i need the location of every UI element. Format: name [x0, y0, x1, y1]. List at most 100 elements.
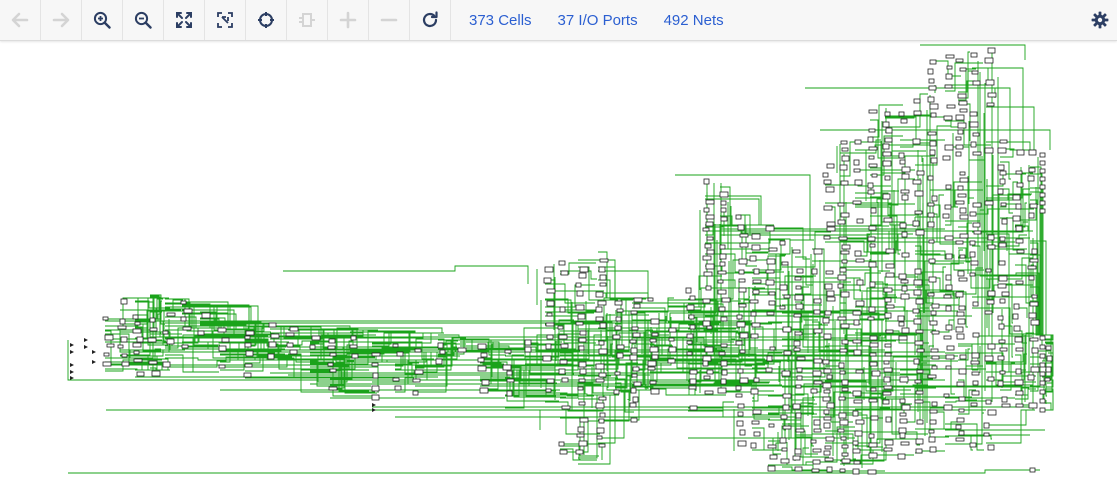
schematic-cell[interactable] [852, 339, 862, 344]
schematic-cell[interactable] [649, 380, 657, 385]
schematic-cell[interactable] [914, 399, 924, 404]
output-port[interactable] [1039, 200, 1046, 206]
output-port[interactable] [1039, 407, 1046, 413]
schematic-cell[interactable] [899, 222, 907, 229]
schematic-cell[interactable] [753, 377, 760, 383]
fit-to-screen-button[interactable] [164, 0, 205, 40]
schematic-cell[interactable] [739, 332, 749, 339]
schematic-cell[interactable] [868, 261, 877, 268]
schematic-cell[interactable] [578, 272, 587, 279]
schematic-cell[interactable] [898, 321, 905, 327]
schematic-cell[interactable] [719, 261, 726, 267]
schematic-cell[interactable] [717, 279, 724, 284]
schematic-cell[interactable] [614, 300, 623, 306]
schematic-cell[interactable] [630, 310, 638, 315]
schematic-cell[interactable] [121, 353, 128, 358]
schematic-cell[interactable] [480, 352, 488, 358]
schematic-cell[interactable] [1027, 374, 1035, 381]
schematic-cell[interactable] [736, 314, 743, 320]
schematic-cell[interactable] [1028, 149, 1037, 156]
schematic-cell[interactable] [972, 222, 981, 228]
schematic-cell[interactable] [629, 402, 637, 408]
schematic-cell[interactable] [1015, 347, 1024, 352]
schematic-cell[interactable] [824, 283, 833, 290]
schematic-cell[interactable] [546, 378, 555, 384]
schematic-cell[interactable] [912, 308, 920, 314]
schematic-cell[interactable] [914, 210, 923, 215]
input-port[interactable] [84, 338, 88, 342]
schematic-cell[interactable] [825, 186, 835, 193]
schematic-cell[interactable] [999, 347, 1008, 352]
schematic-cell[interactable] [735, 214, 742, 220]
schematic-cell[interactable] [868, 225, 877, 231]
schematic-cell[interactable] [915, 390, 924, 395]
schematic-cell[interactable] [738, 258, 748, 265]
schematic-cell[interactable] [1028, 275, 1035, 281]
output-port[interactable] [1039, 371, 1046, 377]
schematic-cell[interactable] [737, 403, 745, 409]
schematic-cell[interactable] [957, 185, 964, 191]
schematic-cell[interactable] [166, 338, 175, 345]
schematic-cell[interactable] [689, 378, 697, 385]
schematic-cell[interactable] [958, 305, 966, 311]
schematic-cell[interactable] [870, 207, 877, 214]
schematic-cell[interactable] [999, 170, 1007, 176]
schematic-cell[interactable] [615, 316, 622, 322]
schematic-cell[interactable] [579, 266, 589, 273]
schematic-cell[interactable] [289, 326, 299, 332]
schematic-cell[interactable] [955, 240, 964, 245]
schematic-cell[interactable] [557, 325, 564, 330]
input-port[interactable] [84, 345, 88, 349]
schematic-cell[interactable] [782, 425, 792, 430]
schematic-cell[interactable] [796, 367, 803, 373]
schematic-cell[interactable] [812, 459, 821, 465]
schematic-cell[interactable] [630, 347, 638, 354]
schematic-cell[interactable] [912, 220, 920, 227]
schematic-cell[interactable] [595, 306, 603, 313]
schematic-cell[interactable] [632, 396, 639, 403]
schematic-cell[interactable] [840, 291, 850, 298]
schematic-cell[interactable] [971, 390, 980, 396]
schematic-cell[interactable] [838, 236, 848, 241]
schematic-cell[interactable] [854, 250, 862, 257]
schematic-cell[interactable] [327, 362, 334, 367]
schematic-cell[interactable] [945, 253, 953, 260]
schematic-cell[interactable] [457, 347, 467, 353]
schematic-cell[interactable] [706, 249, 715, 255]
schematic-cell[interactable] [720, 360, 728, 367]
schematic-cell[interactable] [739, 377, 749, 384]
schematic-cell[interactable] [599, 274, 607, 281]
schematic-cell[interactable] [883, 360, 890, 365]
schematic-cell[interactable] [614, 325, 622, 331]
schematic-cell[interactable] [998, 339, 1006, 344]
schematic-cell[interactable] [781, 261, 789, 266]
schematic-cell[interactable] [767, 465, 776, 472]
schematic-cell[interactable] [971, 371, 980, 376]
schematic-cell[interactable] [899, 159, 906, 165]
schematic-cell[interactable] [986, 102, 995, 107]
schematic-cell[interactable] [597, 300, 607, 306]
schematic-cell[interactable] [901, 194, 909, 201]
schematic-cell[interactable] [765, 225, 775, 232]
schematic-cell[interactable] [706, 325, 713, 330]
schematic-cell[interactable] [121, 361, 130, 367]
schematic-cell[interactable] [721, 297, 731, 303]
schematic-cell[interactable] [781, 447, 788, 452]
schematic-cell[interactable] [1001, 403, 1011, 408]
schematic-cell[interactable] [151, 370, 161, 377]
schematic-cell[interactable] [916, 170, 925, 176]
schematic-cell[interactable] [852, 310, 862, 316]
schematic-cell[interactable] [689, 295, 696, 301]
schematic-cell[interactable] [928, 276, 937, 283]
schematic-cell[interactable] [957, 122, 967, 129]
schematic-cell[interactable] [826, 163, 835, 169]
schematic-cell[interactable] [753, 431, 761, 437]
schematic-cell[interactable] [371, 394, 380, 401]
schematic-cell[interactable] [928, 429, 935, 434]
schematic-cell[interactable] [987, 290, 996, 297]
schematic-cell[interactable] [943, 294, 952, 299]
schematic-cell[interactable] [853, 460, 861, 465]
schematic-cell[interactable] [956, 311, 965, 317]
schematic-cell[interactable] [901, 327, 910, 334]
schematic-cell[interactable] [883, 367, 893, 373]
